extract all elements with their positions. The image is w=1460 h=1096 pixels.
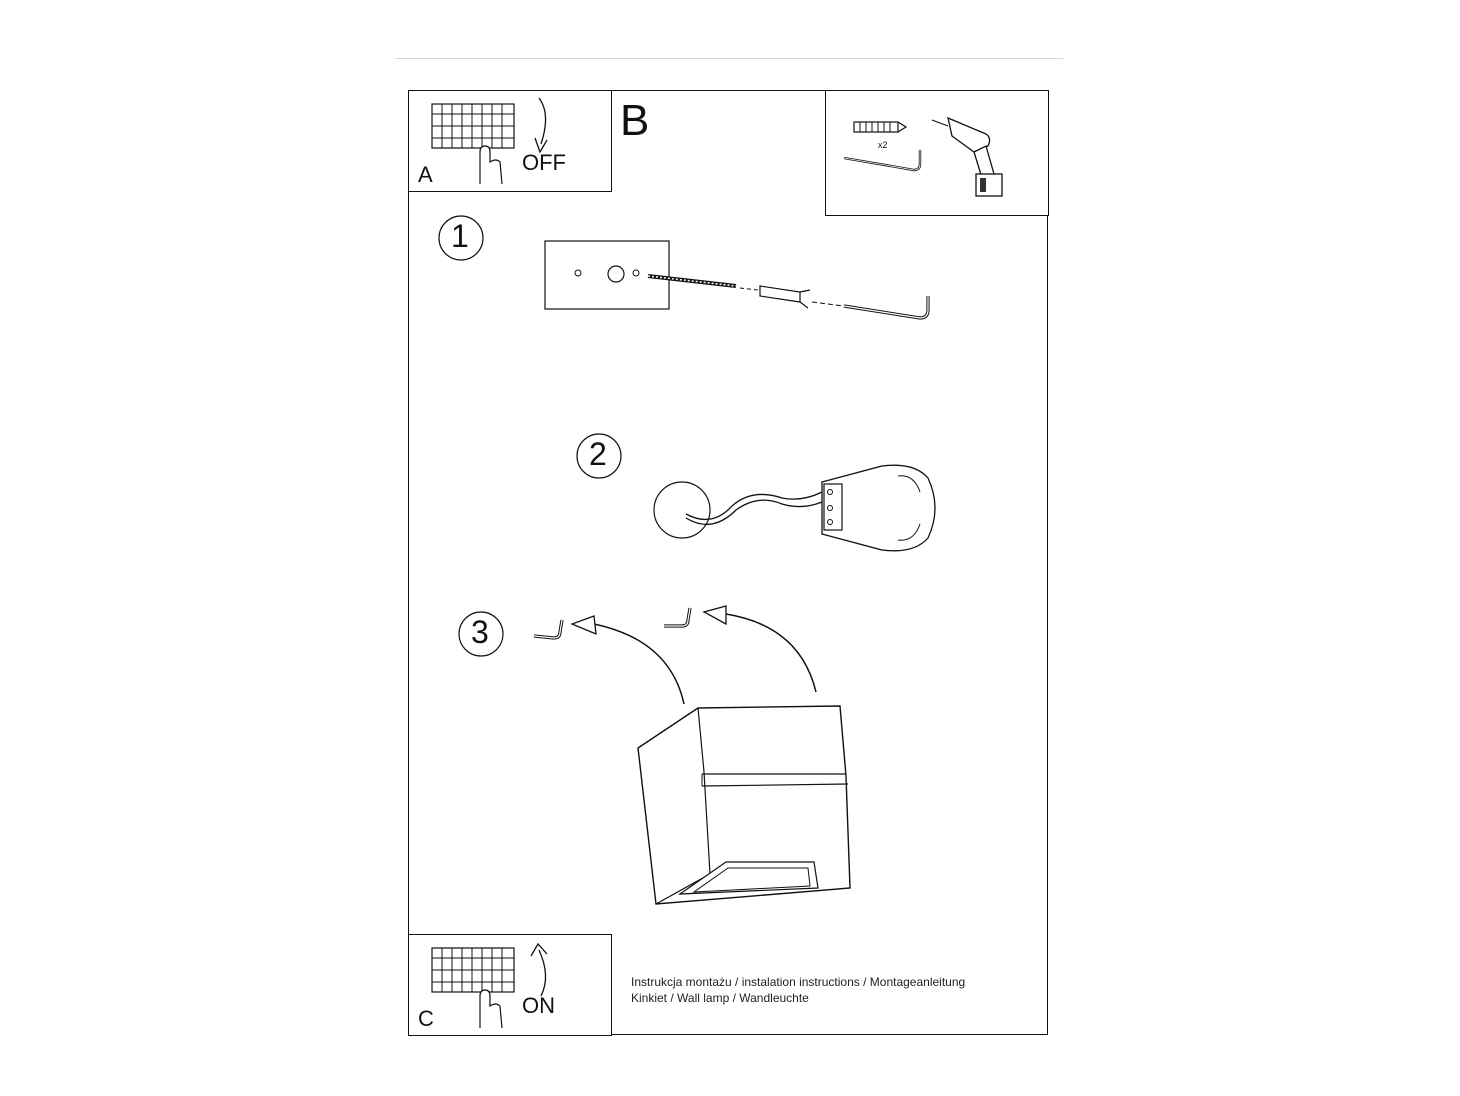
arrow-icon (570, 615, 685, 705)
arrow-up-icon (530, 942, 548, 997)
instruction-sheet (408, 90, 1048, 1035)
step-3-marker (458, 611, 504, 657)
step-3-illustration (533, 605, 851, 905)
caption-line-1: Instrukcja montażu / instalation instruc… (631, 975, 966, 989)
panel-b-letter: B (620, 96, 650, 145)
hook-screw-icon (843, 150, 922, 172)
step-2-number: 2 (589, 436, 607, 472)
lamp-cube-icon (637, 705, 851, 905)
socket-fixture-icon (821, 464, 936, 552)
drill-icon (931, 116, 1003, 197)
wall-plug-icon (853, 121, 908, 133)
hook-icon (843, 296, 930, 320)
panel-c-letter: C (418, 1006, 434, 1031)
caption-line-2: Kinkiet / Wall lamp / Wandleuchte (631, 991, 809, 1005)
arrow-down-icon (534, 97, 548, 154)
on-label: ON (522, 993, 555, 1018)
top-divider (395, 58, 1063, 59)
hook-icon (664, 607, 692, 628)
screw-icon (647, 274, 737, 288)
off-label: OFF (522, 150, 566, 175)
tools-panel (825, 90, 1049, 216)
step-1-illustration (544, 240, 930, 320)
step-3-number: 3 (471, 614, 489, 650)
dowel-icon (759, 285, 811, 309)
quantity-label: x2 (878, 140, 888, 150)
arrow-icon (702, 605, 817, 693)
step-1-number: 1 (451, 218, 469, 254)
hook-icon (533, 619, 564, 640)
step-2-marker (576, 433, 622, 479)
circuit-breaker-icon (431, 103, 515, 185)
step-1-marker (438, 215, 484, 261)
step-2-illustration (653, 464, 936, 552)
circuit-breaker-icon (431, 947, 515, 1029)
panel-a-letter: A (418, 162, 433, 187)
